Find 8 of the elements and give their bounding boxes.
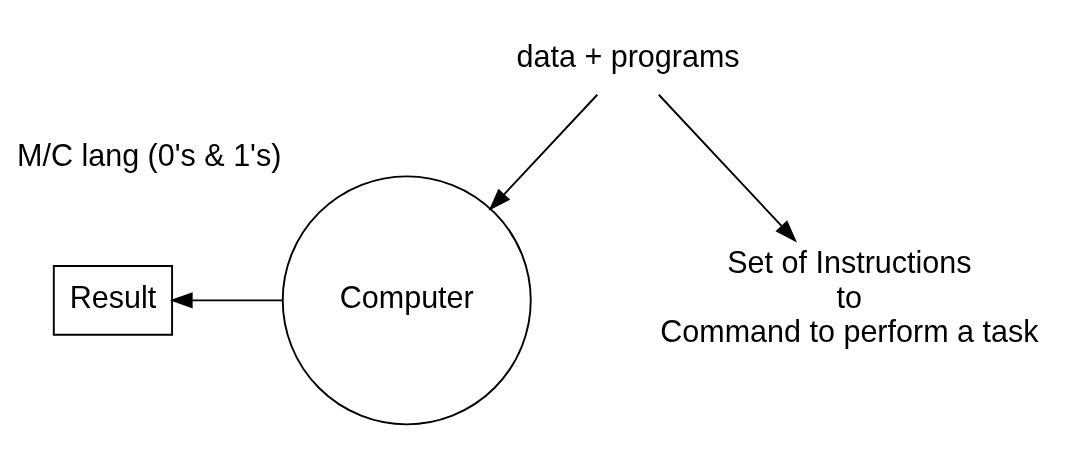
node-label: M/C lang (0's & 1's) [17, 138, 282, 173]
arrow [657, 93, 797, 243]
node-text: Set of Instructions to Command to perform a task [660, 245, 1039, 348]
node-box: Result [52, 265, 174, 336]
arrow [169, 292, 284, 309]
node-text: data + programs [516, 39, 740, 74]
arrow [488, 93, 599, 211]
node-circle: Computer [281, 175, 532, 426]
